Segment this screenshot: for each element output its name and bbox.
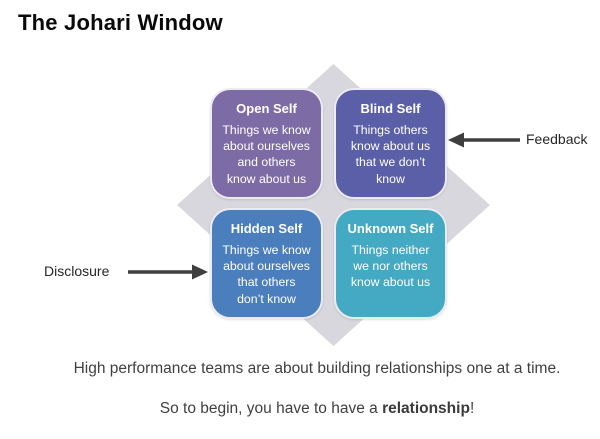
quadrant-hidden-self: Hidden Self Things we know about ourselv…	[210, 208, 323, 319]
feedback-label: Feedback	[526, 131, 588, 147]
footer-line-2-bold: relationship	[382, 400, 470, 417]
footer-line-2-suffix: !	[469, 400, 475, 417]
quadrant-blind-self-heading: Blind Self	[360, 101, 421, 116]
footer-line-2-prefix: So to begin, you have to have a	[159, 400, 383, 417]
quadrant-open-self-heading: Open Self	[236, 101, 297, 116]
footer-line-2: So to begin, you have to have a relation…	[0, 400, 600, 418]
page-title: The Johari Window	[18, 10, 223, 35]
quadrant-open-self-body: Things we know about ourselves and other…	[222, 123, 311, 186]
quadrant-unknown-self: Unknown Self Things neither we nor other…	[334, 208, 447, 319]
quadrant-blind-self-body: Things others know about us that we don’…	[350, 123, 431, 186]
disclosure-arrow-icon	[126, 263, 208, 281]
quadrant-hidden-self-body: Things we know about ourselves that othe…	[222, 243, 311, 306]
quadrant-open-self: Open Self Things we know about ourselves…	[210, 88, 323, 199]
footer-line-1: High performance teams are about buildin…	[73, 360, 561, 377]
feedback-arrow-icon	[448, 131, 522, 149]
quadrant-unknown-self-body: Things neither we nor others know about …	[350, 243, 431, 290]
quadrant-blind-self: Blind Self Things others know about us t…	[334, 88, 447, 199]
quadrant-unknown-self-heading: Unknown Self	[347, 221, 434, 236]
quadrant-hidden-self-heading: Hidden Self	[230, 221, 303, 236]
disclosure-label: Disclosure	[44, 263, 110, 279]
